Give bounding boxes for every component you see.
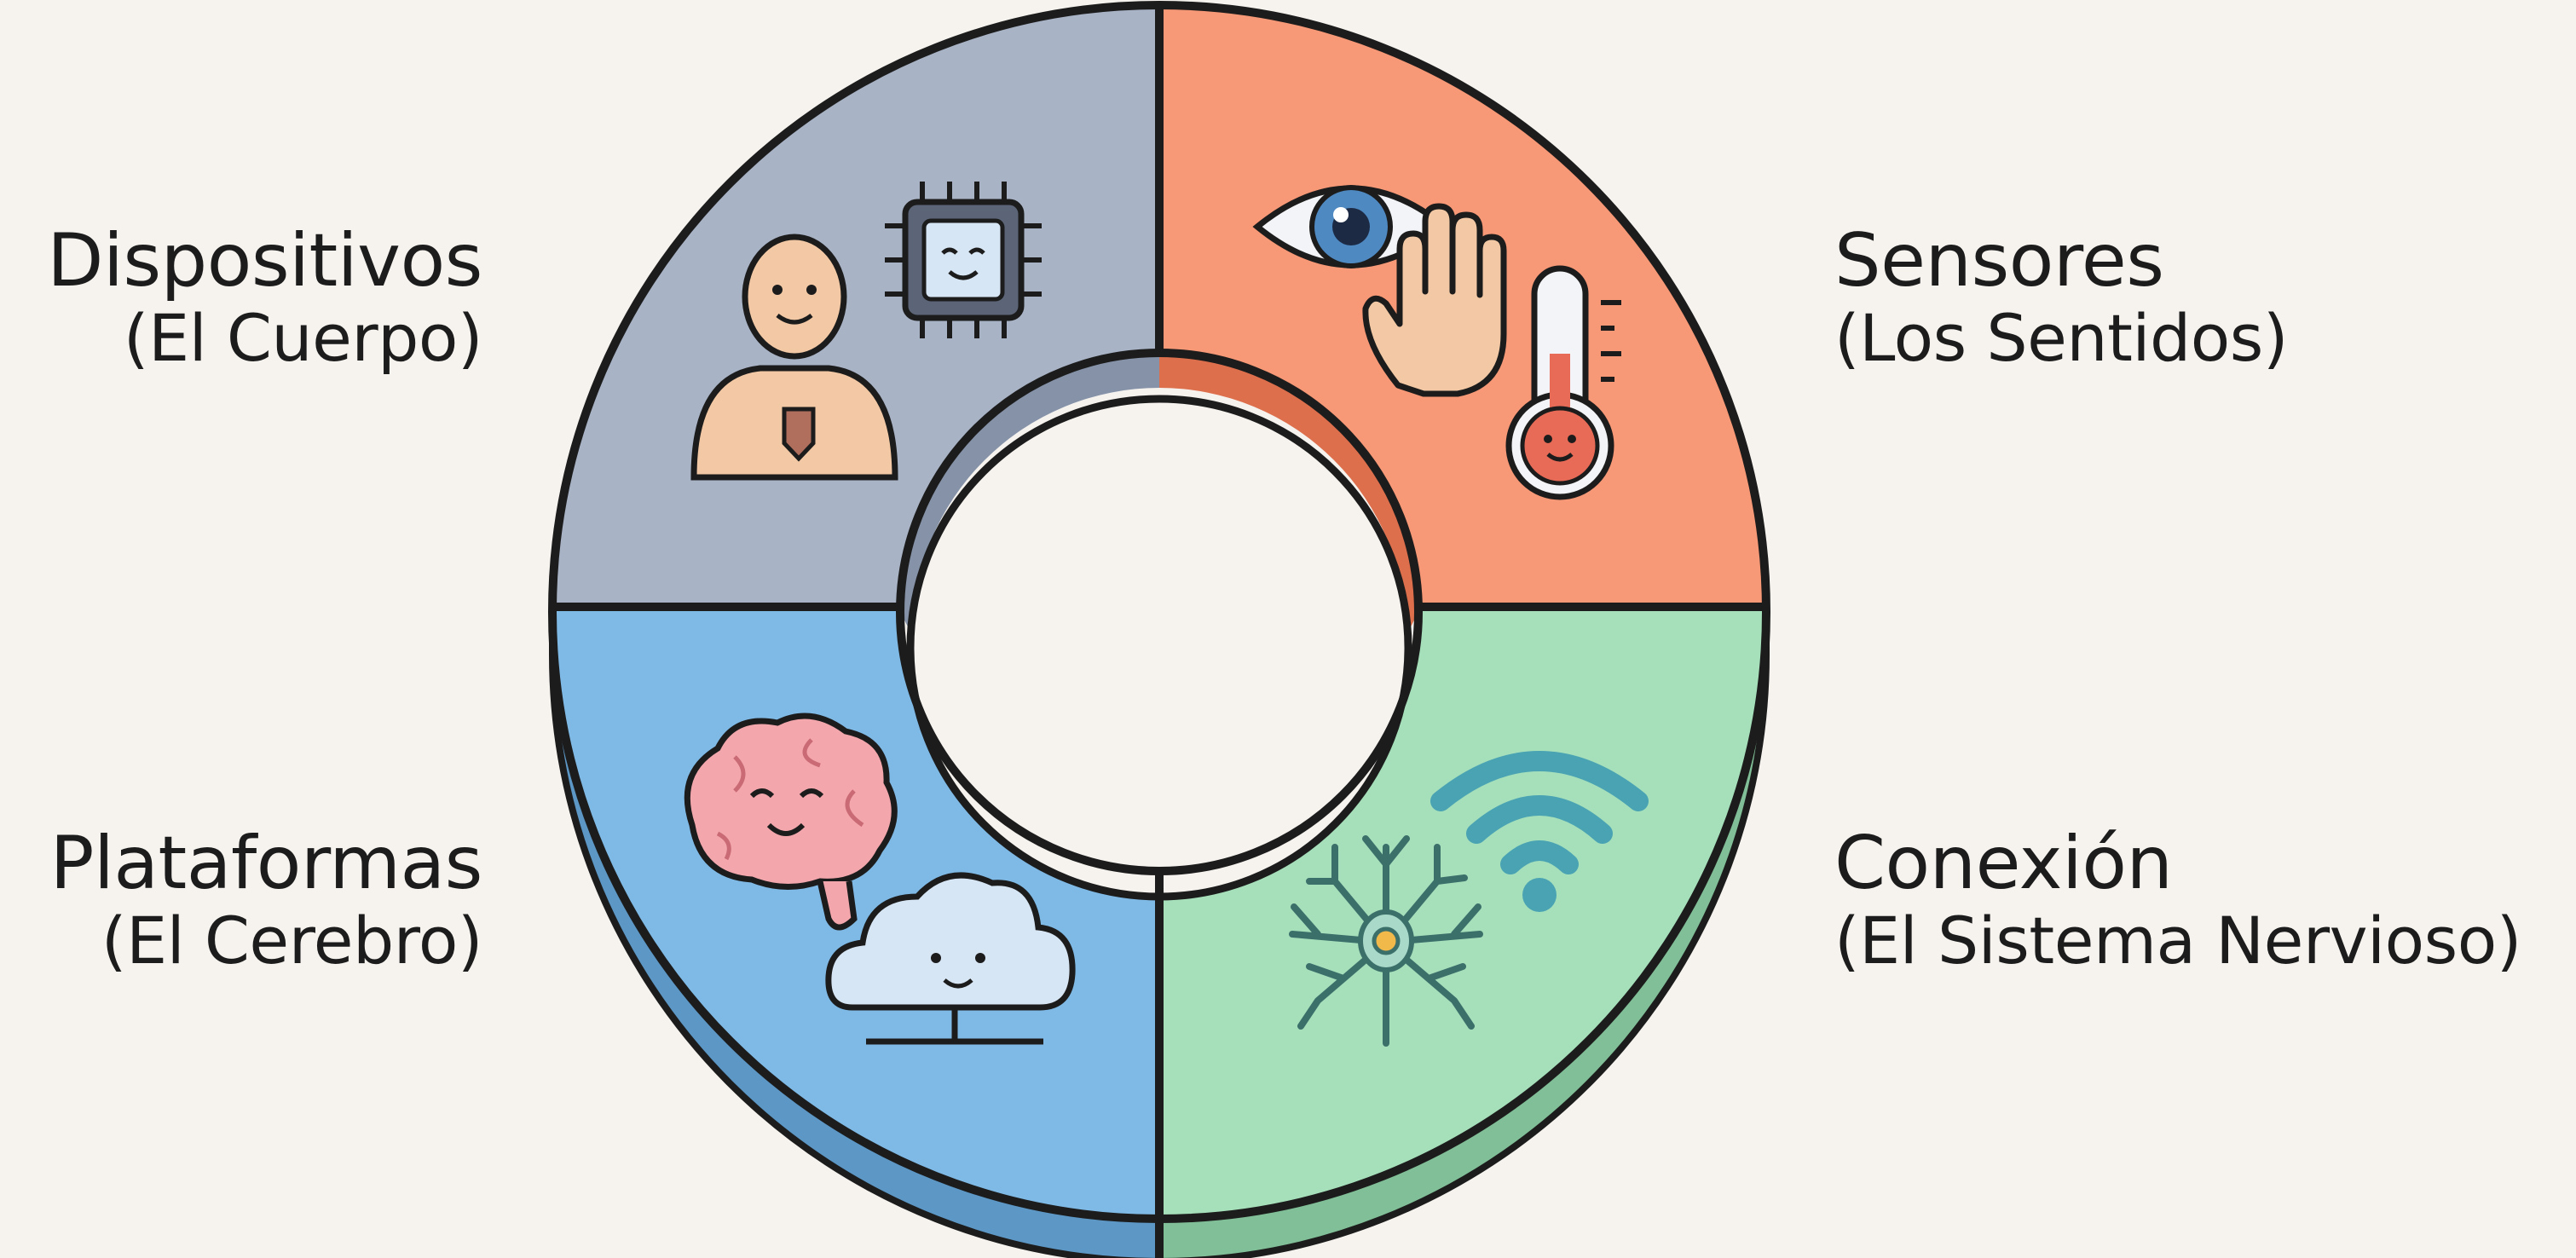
label-platforms: Plataformas (El Cerebro) — [49, 821, 483, 979]
hand-icon — [1362, 203, 1507, 397]
label-devices-subtitle: (El Cuerpo) — [123, 300, 483, 377]
neuron-icon — [1289, 835, 1483, 1047]
label-sensors-name: Sensores — [1834, 218, 2164, 303]
label-devices-name: Dispositivos — [47, 218, 482, 303]
ring-outlines — [548, 1, 1770, 1258]
label-platforms-name: Plataformas — [49, 821, 483, 906]
chip-icon — [885, 182, 1042, 338]
person-icon — [690, 234, 898, 481]
brain-icon — [684, 713, 898, 931]
label-connection: Conexión (El Sistema Nervioso) — [1834, 821, 2521, 979]
label-platforms-subtitle: (El Cerebro) — [101, 903, 483, 979]
segment-connection[interactable] — [552, 5, 1766, 1219]
label-sensors-subtitle: (Los Sentidos) — [1834, 300, 2288, 377]
thermometer-icon — [1505, 265, 1621, 500]
label-connection-subtitle: (El Sistema Nervioso) — [1834, 903, 2521, 979]
label-sensors: Sensores (Los Sentidos) — [1834, 218, 2288, 377]
center-hole — [906, 395, 1412, 901]
cloud-icon — [825, 872, 1076, 1045]
label-devices: Dispositivos (El Cuerpo) — [47, 218, 483, 377]
wifi-icon — [1430, 751, 1649, 912]
label-connection-name: Conexión — [1834, 821, 2173, 906]
inner-wall — [900, 353, 1418, 635]
